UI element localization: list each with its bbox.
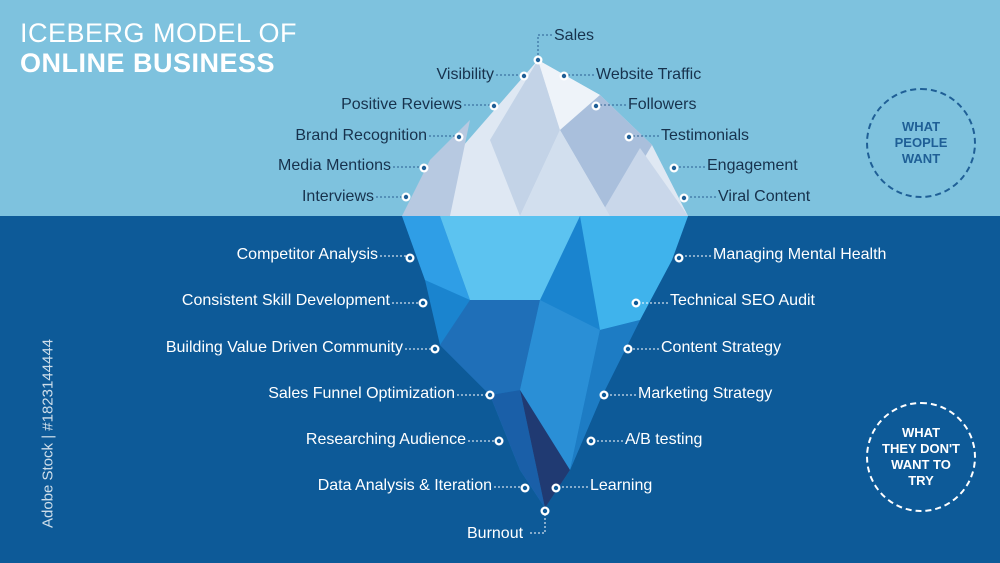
marker-dot-center	[602, 393, 606, 397]
marker-dot-center	[562, 74, 566, 78]
badge-bottom-line-3: TRY	[882, 473, 960, 489]
marker-dot-center	[634, 301, 638, 305]
badge-bottom-line-2: WANT TO	[882, 457, 960, 473]
leader-line	[679, 256, 711, 258]
marker-dot-center	[488, 393, 492, 397]
badge-top-line-2: WANT	[895, 151, 948, 167]
leader-line	[556, 487, 588, 488]
marker-dot-center	[497, 439, 501, 443]
marker-dot-center	[543, 509, 547, 513]
marker-dot-center	[404, 195, 408, 199]
marker-dot-center	[492, 104, 496, 108]
badge-bottom-line-1: THEY DON'T	[882, 441, 960, 457]
leader-line	[429, 136, 459, 137]
marker-dot-center	[627, 135, 631, 139]
marker-dot-center	[682, 196, 686, 200]
badge-bottom-line-0: WHAT	[882, 425, 960, 441]
leader-line	[629, 136, 659, 137]
marker-dot-center	[672, 166, 676, 170]
marker-dot-center	[523, 486, 527, 490]
marker-dot-center	[522, 74, 526, 78]
badge-top-line-1: PEOPLE	[895, 135, 948, 151]
badge-what-they-dont-want: WHAT THEY DON'T WANT TO TRY	[866, 402, 976, 512]
marker-dot-center	[554, 486, 558, 490]
leader-line	[380, 256, 410, 258]
leader-line	[674, 167, 705, 168]
leader-line	[684, 197, 716, 198]
marker-dot-center	[421, 301, 425, 305]
badge-what-people-want: WHAT PEOPLE WANT	[866, 88, 976, 198]
marker-dot-center	[626, 347, 630, 351]
leader-line	[393, 167, 424, 168]
marker-dot-center	[408, 256, 412, 260]
leader-line	[596, 105, 626, 106]
leader-line	[464, 105, 494, 106]
marker-dot-center	[536, 58, 540, 62]
marker-dot-center	[589, 439, 593, 443]
marker-dot-center	[433, 347, 437, 351]
marker-dot-center	[422, 166, 426, 170]
leader-line	[494, 487, 525, 488]
badge-top-line-0: WHAT	[895, 119, 948, 135]
marker-dot-center	[677, 256, 681, 260]
stock-watermark-id: Adobe Stock | #1823144444	[40, 314, 57, 554]
marker-dot-center	[594, 104, 598, 108]
leader-line	[564, 75, 594, 76]
marker-dot-center	[457, 135, 461, 139]
